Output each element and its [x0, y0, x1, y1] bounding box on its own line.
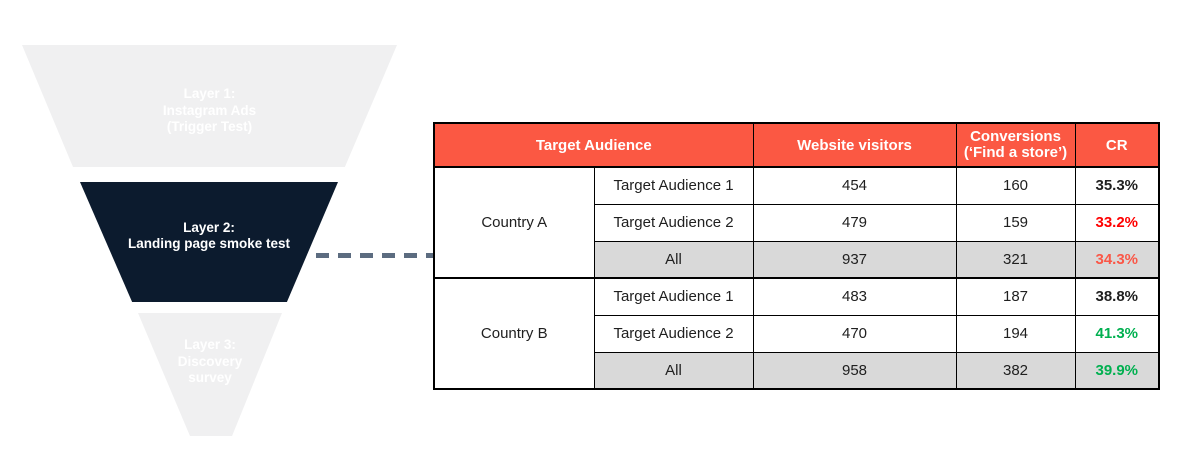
audience-cell: Target Audience 2	[593, 314, 754, 353]
audience-cell: All	[593, 240, 754, 279]
conversions-cell: 194	[955, 314, 1076, 353]
connector-dashed-line	[316, 253, 433, 258]
table-row-all: All 958 382 39.9%	[434, 351, 1160, 390]
conversions-cell: 382	[955, 351, 1076, 390]
conversions-cell: 160	[955, 166, 1076, 205]
header-cr: CR	[1074, 122, 1160, 168]
conversions-cell: 321	[955, 240, 1076, 279]
table-row: Target Audience 2 479 159 33.2%	[434, 203, 1160, 242]
cr-cell: 38.8%	[1074, 277, 1160, 316]
header-website-visitors: Website visitors	[752, 122, 957, 168]
funnel-layer-1: Layer 1: Instagram Ads (Trigger Test)	[22, 45, 397, 167]
visitors-cell: 483	[752, 277, 957, 316]
funnel-layer-1-label: Layer 1: Instagram Ads (Trigger Test)	[162, 86, 257, 135]
table-header-row: Target Audience Website visitors Convers…	[433, 122, 1160, 168]
table-row: Country A Target Audience 1 454 160 35.3…	[433, 166, 1160, 279]
country-cell: Country B	[433, 277, 595, 390]
funnel-layer-3-label: Layer 3: Discovery survey	[177, 337, 243, 386]
cr-cell: 41.3%	[1074, 314, 1160, 353]
results-table: Target Audience Website visitors Convers…	[433, 122, 1161, 390]
audience-cell: Target Audience 1	[593, 277, 754, 316]
table-row: Country B Target Audience 1 483 187 38.8…	[433, 277, 1160, 390]
cr-cell: 35.3%	[1074, 166, 1160, 205]
header-target-audience: Target Audience	[433, 122, 754, 168]
conversions-cell: 187	[955, 277, 1076, 316]
table-row: Target Audience 2 470 194 41.3%	[434, 314, 1160, 353]
table-row-all: All 937 321 34.3%	[434, 240, 1160, 279]
conversions-cell: 159	[955, 203, 1076, 242]
visitors-cell: 454	[752, 166, 957, 205]
visitors-cell: 470	[752, 314, 957, 353]
cr-cell: 39.9%	[1074, 351, 1160, 390]
country-cell: Country A	[433, 166, 595, 279]
header-conversions: Conversions (‘Find a store’)	[955, 122, 1076, 168]
visitors-cell: 479	[752, 203, 957, 242]
audience-cell: Target Audience 2	[593, 203, 754, 242]
funnel-layer-3: Layer 3: Discovery survey	[138, 313, 282, 436]
visitors-cell: 958	[752, 351, 957, 390]
visitors-cell: 937	[752, 240, 957, 279]
audience-cell: Target Audience 1	[593, 166, 754, 205]
funnel-layer-2: Layer 2: Landing page smoke test	[80, 182, 338, 302]
cr-cell: 34.3%	[1074, 240, 1160, 279]
audience-cell: All	[593, 351, 754, 390]
funnel-layer-2-label: Layer 2: Landing page smoke test	[127, 219, 291, 252]
cr-cell: 33.2%	[1074, 203, 1160, 242]
